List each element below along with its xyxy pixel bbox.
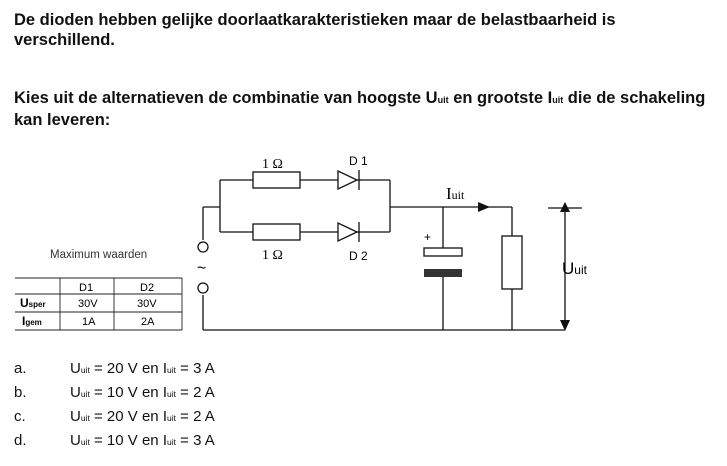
question-text-mid: en grootste I [448, 89, 553, 107]
load-resistor [501, 235, 523, 290]
i-subscript: uit [552, 95, 564, 105]
option-letter: b. [14, 384, 27, 401]
current-arrow-head [478, 202, 490, 212]
capacitor-plate-positive [423, 247, 463, 257]
table-header-d1: D1 [79, 282, 93, 294]
diode-d2 [337, 221, 362, 243]
option-letter: c. [14, 408, 26, 425]
diode-d1 [337, 169, 362, 191]
table-cell-igem-d1: 1A [82, 316, 96, 328]
diode-table [15, 277, 183, 331]
option-letter: a. [14, 360, 27, 377]
capacitor-plus-label: + [424, 230, 431, 244]
ac-source-symbol: ~ [197, 260, 206, 277]
capacitor-plate-negative [424, 269, 462, 277]
table-cell-igem-d2: 2A [141, 316, 155, 328]
table-row-igem-label: Igem [22, 314, 42, 328]
current-label: Iuit [446, 184, 465, 203]
option-text: Uuit = 20 V en Iuit = 3 A [70, 360, 215, 377]
diode-d2-label: D 2 [349, 249, 368, 263]
table-cell-usper-d1: 30V [78, 298, 98, 310]
question-text-start: Kies uit de alternatieven de combinatie … [14, 89, 438, 107]
question-text-end: die de schakeling kan leveren: [14, 89, 706, 129]
table-header-d2: D2 [140, 282, 154, 294]
option-text: Uuit = 10 V en Iuit = 3 A [70, 432, 215, 449]
question-intro: De dioden hebben gelijke doorlaatkarakte… [14, 11, 616, 49]
table-caption: Maximum waarden [50, 249, 147, 261]
option-text: Uuit = 10 V en Iuit = 2 A [70, 384, 215, 401]
resistor-bottom-label: 1 Ω [262, 248, 283, 263]
voltage-label: Uuit [562, 259, 588, 278]
circuit-diagram: 1 Ω 1 Ω D 1 D 2 Iuit Uuit + ~ Maximum wa… [15, 154, 588, 331]
input-terminal-top [197, 241, 209, 253]
u-subscript: uit [437, 95, 449, 105]
input-terminal-bottom [197, 282, 209, 294]
resistor-bottom [252, 223, 301, 241]
diode-d1-label: D 1 [349, 154, 368, 168]
question-instruction: Kies uit de alternatieven de combinatie … [14, 88, 714, 130]
voltage-arrow-head-top [560, 202, 570, 212]
table-cell-usper-d2: 30V [137, 298, 157, 310]
option-text: Uuit = 20 V en Iuit = 2 A [70, 408, 215, 425]
option-letter: d. [14, 432, 27, 449]
table-row-usper-label: Usper [20, 296, 46, 310]
resistor-top-label: 1 Ω [262, 157, 283, 172]
resistor-top [252, 171, 301, 189]
voltage-arrow-head-bottom [560, 320, 570, 331]
